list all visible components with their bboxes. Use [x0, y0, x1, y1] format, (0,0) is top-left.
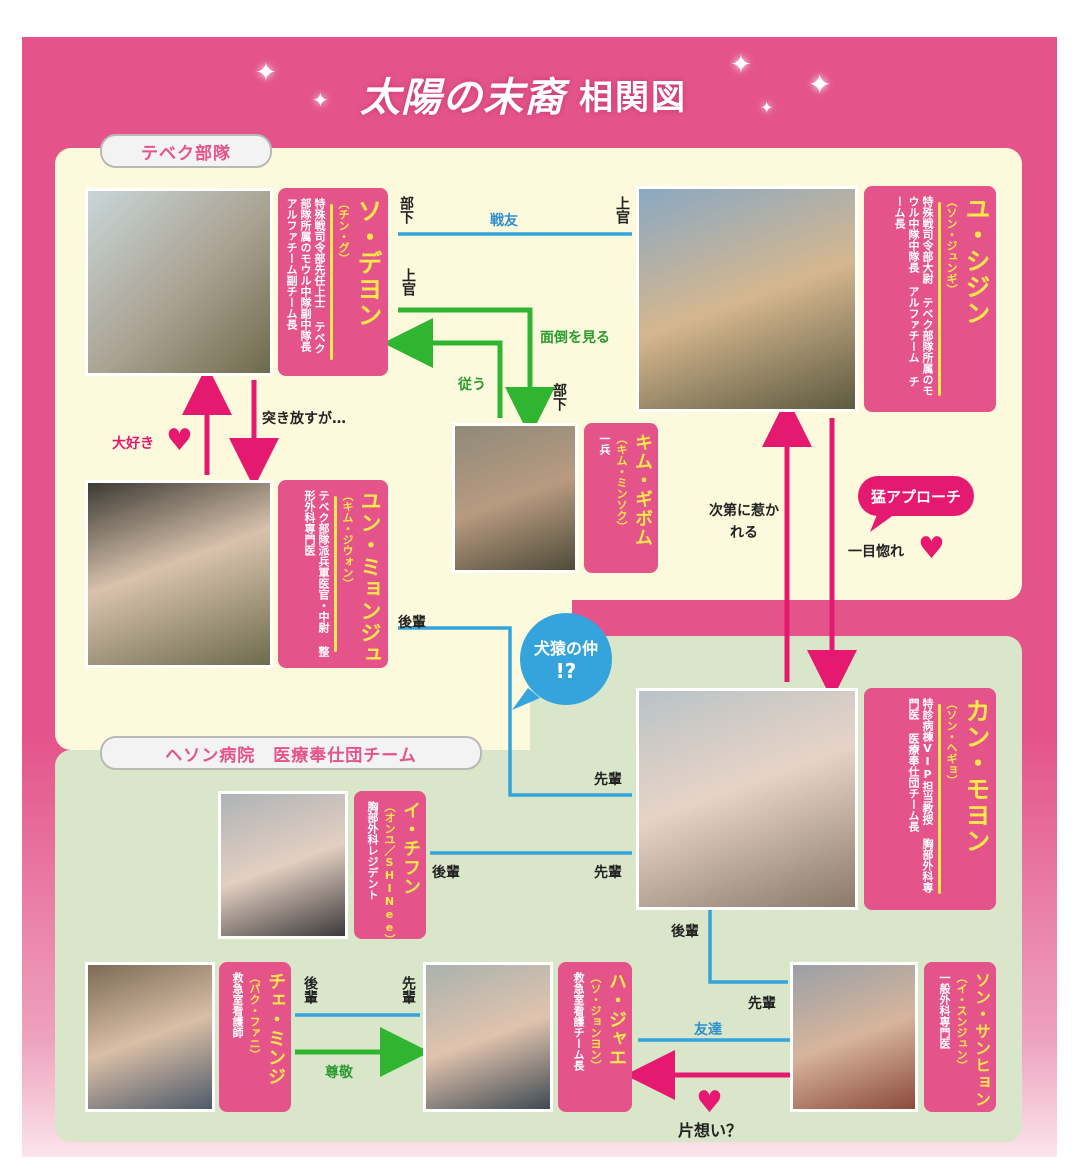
- reading-kang: （ソン・ヘギョ）: [945, 698, 958, 786]
- role-lee: 胸部外科レジデント: [366, 801, 379, 900]
- reading-lee: （オンユ／SHINee）: [383, 801, 396, 945]
- divider: [938, 704, 941, 894]
- heart-icon: ♥: [166, 423, 193, 458]
- label-kouhai-lee: 後輩: [432, 865, 460, 881]
- role-ha: 救急室看護チーム長: [572, 972, 585, 1071]
- label-hitomebore: 一目惚れ: [848, 544, 904, 560]
- role-kim: 一兵: [598, 433, 611, 455]
- divider: [330, 204, 333, 360]
- reading-yoon: （キム・ジウォン）: [341, 490, 354, 589]
- photo-song: [790, 962, 918, 1112]
- role-kang: 特診病棟VIP担当教授 胸部外科専門医 医療奉仕団チーム長: [907, 698, 934, 893]
- card-yoon: ユン・ミョンジュ （キム・ジウォン） テベク部隊派兵軍医官・中尉 整形外科専門医: [278, 480, 388, 668]
- label-senpai-kang-1: 先輩: [594, 772, 622, 788]
- name-yoon: ユン・ミョンジュ: [358, 490, 382, 666]
- sparkle-icon: ✦: [730, 50, 752, 80]
- card-yoo: ユ・シジン （ソン・ジュンギ） 特殊戦司令部大尉 テベク部隊所属のモウル中隊中隊…: [864, 186, 996, 412]
- title-work: 太陽の末裔: [360, 74, 565, 121]
- label-senyu: 戦友: [490, 213, 518, 229]
- name-choi: チェ・ミンジ: [265, 972, 286, 1086]
- name-seo: ソ・デヨン: [354, 198, 383, 328]
- photo-yoon: [85, 480, 273, 668]
- card-kim: キム・ギボム （キム・ミンソク） 一兵: [584, 423, 658, 573]
- arrow-kim-to-seo: [383, 318, 503, 418]
- card-lee: イ・チフン （オンユ／SHINee） 胸部外科レジデント: [354, 791, 426, 945]
- name-song: ソン・サンヒョン: [972, 972, 991, 1108]
- label-tomodachi: 友達: [694, 1022, 722, 1038]
- photo-ha: [423, 962, 553, 1112]
- card-seo: ソ・デヨン （チン・グ） 特殊戦司令部先任上士 テベク部隊所属のモウル中隊副中隊…: [278, 188, 388, 376]
- photo-kim: [452, 423, 578, 573]
- role-yoo: 特殊戦司令部大尉 テベク部隊所属のモウル中隊中隊長 アルファチーム チーム長: [893, 196, 934, 396]
- sparkle-icon: ✦: [760, 98, 774, 117]
- label-shidai: 次第に惹かれる: [709, 503, 779, 541]
- sparkle-icon: ✦: [808, 68, 832, 101]
- label-joukan-seo: 上官: [400, 268, 416, 296]
- name-kang: カン・モヨン: [962, 698, 991, 854]
- role-song: 一般外科専門医: [938, 972, 951, 1049]
- reading-ha: （ソ・ジョンヨン）: [589, 972, 602, 1071]
- line-yoon-kang: [398, 626, 632, 797]
- name-lee: イ・チフン: [400, 801, 421, 896]
- label-mendou: 面倒を見る: [540, 330, 610, 346]
- section-label-army: テベク部隊: [100, 134, 272, 168]
- reading-choi: （パク・ファニ）: [248, 972, 261, 1060]
- photo-kang: [636, 688, 858, 910]
- bubble-kenen: 犬猿の仲 !?: [520, 613, 612, 705]
- divider: [334, 496, 337, 652]
- role-choi: 救急室看護師: [231, 972, 244, 1038]
- reading-song: （イ・スンジュン）: [955, 972, 968, 1071]
- label-joukan-yoo: 上官: [614, 196, 630, 224]
- sparkle-icon: ✦: [312, 88, 329, 112]
- diagram-title: 太陽の末裔 相関図: [360, 64, 687, 124]
- label-daisuki: 大好き: [112, 436, 154, 452]
- label-buka-kim: 部下: [551, 383, 567, 411]
- label-senpai-kang-2: 先輩: [594, 865, 622, 881]
- photo-seo: [85, 188, 273, 376]
- name-yoo: ユ・シジン: [962, 196, 991, 326]
- label-buka-seo: 部下: [398, 196, 414, 224]
- photo-choi: [85, 962, 215, 1112]
- name-ha: ハ・ジャエ: [606, 972, 627, 1067]
- card-ha: ハ・ジャエ （ソ・ジョンヨン） 救急室看護チーム長: [558, 962, 632, 1112]
- heart-icon: ♥: [918, 531, 945, 566]
- line-kang-song: [708, 910, 788, 984]
- card-song: ソン・サンヒョン （イ・スンジュン） 一般外科専門医: [924, 962, 996, 1112]
- label-kouhai-kang: 後輩: [671, 924, 699, 940]
- bubble-kenen-text: 犬猿の仲: [533, 639, 598, 658]
- divider: [938, 202, 941, 396]
- bubble-kenen-mark: !?: [555, 659, 577, 683]
- reading-yoo: （ソン・ジュンギ）: [945, 196, 958, 295]
- bubble-pink-tail: [870, 512, 895, 532]
- role-yoon: テベク部隊派兵軍医官・中尉 整形外科専門医: [303, 490, 330, 657]
- label-kataomoi: 片想い？: [678, 1121, 743, 1140]
- title-suffix: 相関図: [579, 77, 687, 118]
- label-shitagau: 従う: [458, 377, 486, 393]
- heart-icon: ♥: [696, 1085, 723, 1120]
- arrow-seo-to-kim: [398, 307, 555, 437]
- card-choi: チェ・ミンジ （パク・ファニ） 救急室看護師: [219, 962, 291, 1112]
- section-label-hospital: ヘソン病院 医療奉仕団チーム: [100, 736, 482, 770]
- photo-yoo: [636, 186, 858, 412]
- reading-seo: （チン・グ）: [337, 198, 350, 264]
- label-senpai-song: 先輩: [748, 996, 776, 1012]
- label-kouhai-choi: 後輩: [302, 976, 318, 1004]
- label-tsukihanasu: 突き放すが…: [262, 411, 346, 427]
- role-seo: 特殊戦司令部先任上士 テベク部隊所属のモウル中隊副中隊長 アルファチーム副チーム…: [285, 198, 326, 354]
- name-kim: キム・ギボム: [632, 433, 653, 547]
- bubble-mouapproach: 猛アプローチ: [858, 476, 974, 516]
- label-kouhai-yoon: 後輩: [398, 615, 426, 631]
- card-kang: カン・モヨン （ソン・ヘギョ） 特診病棟VIP担当教授 胸部外科専門医 医療奉仕…: [864, 688, 996, 910]
- label-sonkei: 尊敬: [325, 1065, 353, 1081]
- sparkle-icon: ✦: [255, 58, 277, 88]
- reading-kim: （キム・ミンソク）: [615, 433, 628, 532]
- bubble-blue-tail: [512, 688, 540, 710]
- photo-lee: [218, 791, 348, 939]
- label-senpai-ha: 先輩: [400, 976, 416, 1004]
